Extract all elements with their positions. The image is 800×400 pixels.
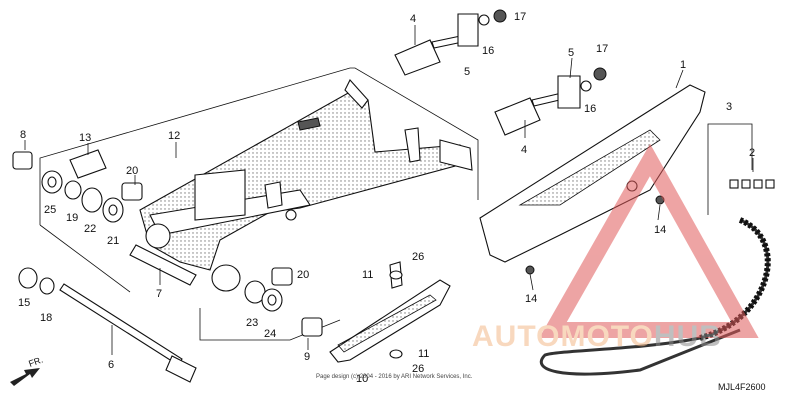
callout-7: 7 — [156, 288, 162, 300]
callout-5-lower: 5 — [568, 47, 574, 59]
watermark-text: AUTOMOTOHUB — [472, 320, 722, 353]
callout-1: 1 — [680, 59, 686, 71]
callout-14-right: 14 — [654, 224, 666, 236]
front-arrow-label: FR. — [27, 355, 44, 369]
callout-3: 3 — [726, 101, 732, 113]
callout-25: 25 — [44, 204, 56, 216]
callout-21: 21 — [107, 235, 119, 247]
callout-9: 9 — [304, 351, 310, 363]
leader-lines — [24, 25, 754, 355]
chain-slider — [329, 261, 451, 363]
washer-15-18 — [18, 267, 55, 295]
callout-5-upper: 5 — [464, 66, 470, 78]
callout-22: 22 — [84, 223, 96, 235]
pivot-bolt-6 — [59, 283, 197, 383]
callout-17-lower: 17 — [596, 43, 608, 55]
pipe-13 — [69, 149, 107, 179]
pipe-7 — [129, 244, 197, 286]
callout-6: 6 — [108, 359, 114, 371]
callout-11-upper: 11 — [362, 269, 373, 281]
callout-17-upper: 17 — [514, 11, 526, 23]
bearings-left — [41, 170, 143, 223]
callout-19: 19 — [66, 212, 78, 224]
callout-15: 15 — [18, 297, 30, 309]
box-line-left — [39, 224, 131, 293]
callout-26-upper: 26 — [412, 251, 424, 263]
watermark-triangle — [539, 143, 759, 338]
diagram-code: MJL4F2600 — [718, 382, 766, 392]
callout-16-upper: 16 — [482, 45, 494, 57]
callout-11-lower: 11 — [418, 348, 429, 360]
callout-4-upper: 4 — [410, 13, 416, 25]
callout-13: 13 — [79, 132, 91, 144]
collar-8 — [12, 151, 33, 170]
callout-20: 20 — [126, 165, 138, 177]
swingarm-box-outline — [39, 67, 479, 225]
swingarm — [139, 79, 473, 292]
callout-24: 24 — [264, 328, 276, 340]
callout-14-left: 14 — [525, 293, 537, 305]
adjuster-lower — [494, 67, 607, 136]
callout-12: 12 — [168, 130, 180, 142]
bearings-right — [244, 267, 323, 337]
callout-8: 8 — [20, 129, 26, 141]
callout-26-lower: 26 — [412, 363, 424, 375]
callout-labels: 8 13 12 20 25 19 22 21 7 15 18 6 20 23 2… — [18, 11, 755, 385]
front-arrow: FR. — [10, 355, 44, 386]
callout-2: 2 — [749, 147, 755, 159]
watermark: AUTOMOTOHUB — [472, 143, 759, 353]
callout-20-lower: 20 — [297, 269, 309, 281]
callout-4-lower: 4 — [521, 144, 527, 156]
adjuster-upper — [394, 9, 507, 76]
callout-18: 18 — [40, 312, 52, 324]
callout-10: 10 — [356, 373, 368, 385]
callout-23: 23 — [246, 317, 258, 329]
copyright-text: Page design (c) 2004 - 2016 by ARI Netwo… — [316, 374, 473, 380]
callout-16-lower: 16 — [584, 103, 596, 115]
